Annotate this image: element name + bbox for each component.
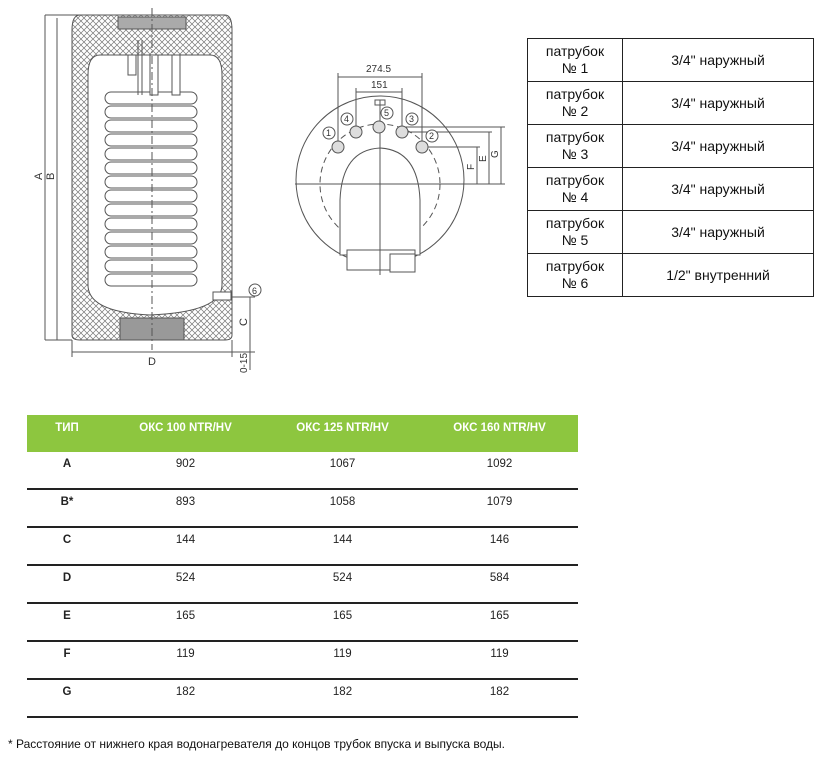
dim-d-label: D [148, 356, 156, 368]
table-cell: 119 [107, 641, 264, 680]
table-cell: 1092 [421, 452, 578, 490]
table-cell: 1067 [264, 452, 421, 490]
row-label: E [27, 603, 107, 642]
heating-coil [104, 91, 198, 287]
table-cell: 119 [421, 641, 578, 680]
table-cell: 165 [107, 603, 264, 642]
header-type: ТИП [27, 415, 107, 452]
table-cell: 165 [421, 603, 578, 642]
port-value: 1/2" внутренний [622, 253, 814, 297]
port-3-label: 3 [409, 114, 414, 124]
port-5-label: 5 [384, 108, 389, 118]
table-cell: 1079 [421, 489, 578, 528]
header-okc125: ОКС 125 NTR/HV [264, 415, 421, 452]
dim-274-label: 274.5 [366, 64, 391, 75]
dim-151-label: 151 [371, 80, 388, 91]
footnote: * Расстояние от нижнего края водонагрева… [8, 737, 505, 751]
row-label: F [27, 641, 107, 680]
table-cell: 902 [107, 452, 264, 490]
port-value: 3/4" наружный [622, 167, 814, 211]
table-cell: 524 [107, 565, 264, 604]
dimensions-table: ТИП ОКС 100 NTR/HV ОКС 125 NTR/HV ОКС 16… [27, 415, 578, 718]
port-1-label: 1 [326, 128, 331, 138]
port-value: 3/4" наружный [622, 210, 814, 254]
port-value: 3/4" наружный [622, 38, 814, 82]
header-okc160: ОКС 160 NTR/HV [421, 415, 578, 452]
dim-b-label: B [45, 173, 57, 180]
dim-base-label: 0-15 [239, 353, 250, 373]
header-okc100: ОКС 100 NTR/HV [107, 415, 264, 452]
port-2-label: 2 [429, 131, 434, 141]
port-4-label: 4 [344, 114, 349, 124]
table-cell: 584 [421, 565, 578, 604]
row-label: G [27, 679, 107, 718]
table-cell: 119 [264, 641, 421, 680]
top-view-drawing: 1 2 3 4 5 274.5 151 F E G [295, 64, 505, 275]
dim-e-label: E [478, 155, 489, 162]
port-value: 3/4" наружный [622, 81, 814, 125]
dim-g-label: G [490, 150, 501, 158]
table-cell: 524 [264, 565, 421, 604]
table-cell: 146 [421, 527, 578, 566]
table-cell: 893 [107, 489, 264, 528]
table-cell: 182 [107, 679, 264, 718]
dim-a-label: A [33, 172, 45, 180]
row-label: B* [27, 489, 107, 528]
row-label: A [27, 452, 107, 490]
table-header-row: ТИП ОКС 100 NTR/HV ОКС 125 NTR/HV ОКС 16… [27, 415, 578, 452]
row-label: D [27, 565, 107, 604]
port-6-label: 6 [252, 286, 257, 296]
side-section-drawing: A B D C 0-15 6 [33, 8, 262, 373]
port-value: 3/4" наружный [622, 124, 814, 168]
table-cell: 1058 [264, 489, 421, 528]
table-cell: 182 [264, 679, 421, 718]
dim-c-label: C [238, 318, 250, 326]
table-cell: 182 [421, 679, 578, 718]
table-cell: 165 [264, 603, 421, 642]
dim-f-label: F [466, 164, 477, 170]
table-cell: 144 [264, 527, 421, 566]
table-cell: 144 [107, 527, 264, 566]
row-label: C [27, 527, 107, 566]
